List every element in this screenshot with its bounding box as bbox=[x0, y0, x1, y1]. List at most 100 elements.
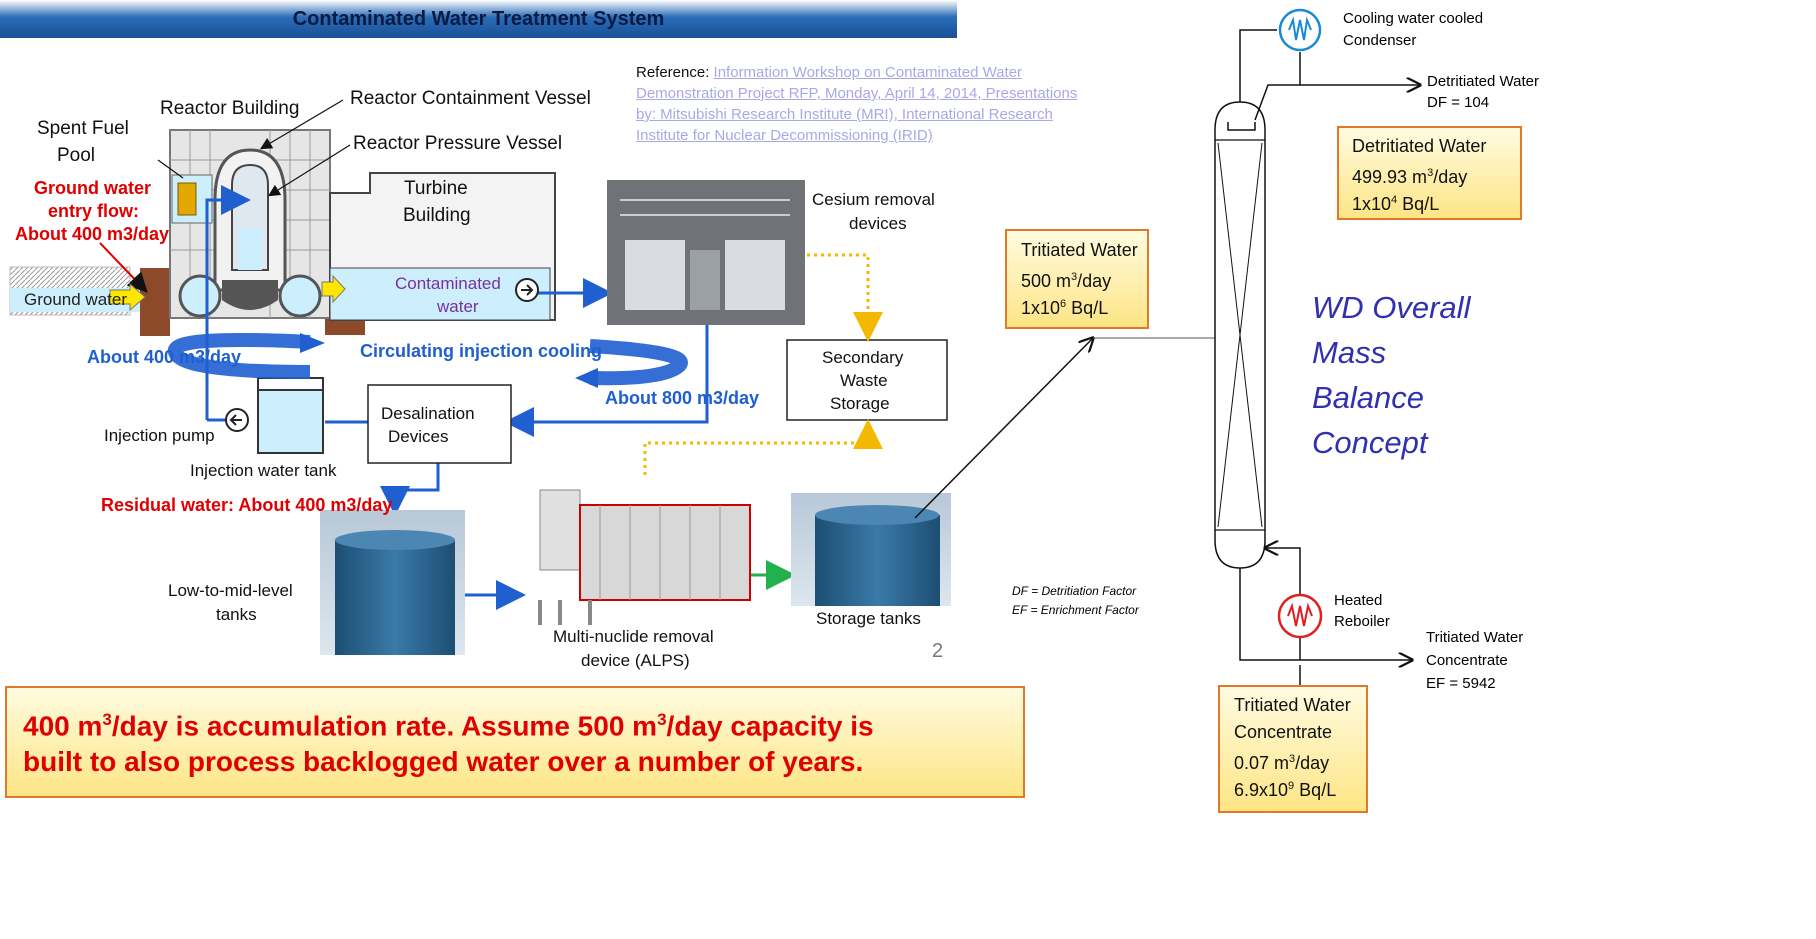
secondary-label-2: Waste bbox=[840, 371, 888, 390]
detrit-flow: 499.93 m3/day bbox=[1352, 167, 1468, 187]
desal-label-2: Devices bbox=[388, 427, 449, 446]
turbine-label-2: Building bbox=[403, 205, 471, 226]
flow-desal-residual bbox=[380, 463, 440, 516]
contaminated-water-pool bbox=[329, 267, 551, 321]
reboiler-label-1: Heated bbox=[1334, 592, 1383, 609]
about-400-label: About 400 m3/day bbox=[87, 347, 242, 367]
low-mid-label-1: Low-to-mid-level bbox=[168, 581, 293, 600]
df-definition: DF = Detritiation Factor bbox=[1012, 584, 1137, 598]
contaminated-label-2: water bbox=[437, 297, 479, 316]
residual-label: Residual water: About 400 m3/day bbox=[101, 495, 393, 515]
secondary-label-3: Storage bbox=[830, 394, 890, 413]
column-diagram bbox=[914, 8, 1816, 685]
contaminated-label-1: Contaminated bbox=[395, 274, 501, 293]
overhead-line bbox=[1239, 29, 1277, 102]
fuel-rods bbox=[177, 182, 197, 216]
injection-pump-label: Injection pump bbox=[104, 426, 215, 445]
conc-out-label-2: Concentrate bbox=[1426, 652, 1508, 669]
flow-cesium-down bbox=[504, 325, 709, 437]
reference-link-2[interactable]: Demonstration Project RFP, Monday, April… bbox=[636, 85, 1078, 102]
concept-title-4: Concept bbox=[1312, 425, 1428, 460]
gw-entry-label-2: entry flow: bbox=[48, 201, 140, 221]
condenser-icon bbox=[1278, 8, 1322, 52]
turbine-label-1: Turbine bbox=[404, 178, 468, 199]
desal-label-1: Desalination bbox=[381, 404, 475, 423]
desalination-box bbox=[367, 384, 512, 464]
alps-label-2: device (ALPS) bbox=[581, 651, 690, 670]
gw-entry-label-1: Ground water bbox=[34, 178, 152, 198]
condenser-label-1: Cooling water cooled bbox=[1343, 10, 1484, 27]
conc-title-1: Tritiated Water bbox=[1234, 695, 1351, 715]
alps-label-1: Multi-nuclide removal bbox=[553, 627, 714, 646]
feed-activity: 1x106 Bq/L bbox=[1021, 298, 1109, 318]
circulating-arrow-right bbox=[589, 339, 688, 386]
reboiler-label-2: Reboiler bbox=[1334, 613, 1390, 630]
reboiler-return bbox=[1265, 548, 1301, 594]
feed-title: Tritiated Water bbox=[1021, 240, 1138, 260]
detritiated-water-box: Detritiated Water 499.93 m3/day 1x104 Bq… bbox=[1337, 126, 1522, 220]
condenser-return bbox=[1254, 52, 1301, 121]
gw-entry-label-3: About 400 m3/day bbox=[15, 224, 170, 244]
about-800-label: About 800 m3/day bbox=[605, 388, 760, 408]
gw-entry-arrow bbox=[99, 242, 148, 293]
reboiler-icon bbox=[1277, 593, 1323, 639]
suppression-base bbox=[222, 280, 278, 310]
concentrate-box: Tritiated Water Concentrate 0.07 m3/day … bbox=[1218, 685, 1368, 813]
callout-text-1c: /day is accumulation rate. Assume 500 m bbox=[111, 710, 658, 742]
reference-label: Reference: bbox=[636, 64, 710, 81]
cesium-label-1: Cesium removal bbox=[812, 190, 935, 209]
accumulation-callout: 400 m3/day is accumulation rate. Assume … bbox=[5, 686, 1025, 798]
leak-yellow-arrow bbox=[321, 274, 346, 304]
condenser-label-2: Condenser bbox=[1343, 32, 1417, 49]
page-number: 2 bbox=[932, 640, 944, 662]
spent-fuel-label-2: Pool bbox=[57, 145, 96, 166]
callout-text-1a: 400 m bbox=[23, 710, 103, 742]
callout-line-1: 400 m3/day is accumulation rate. Assume … bbox=[23, 700, 874, 746]
detrit-title: Detritiated Water bbox=[1352, 136, 1487, 156]
conc-activity: 6.9x109 Bq/L bbox=[1234, 780, 1337, 800]
conc-flow: 0.07 m3/day bbox=[1234, 753, 1330, 773]
reference: Reference: Information Workshop on Conta… bbox=[636, 62, 1077, 146]
detrit-out-label-1: Detritiated Water bbox=[1427, 73, 1539, 90]
conc-out-label-1: Tritiated Water bbox=[1426, 629, 1524, 646]
containment-vessel-label: Reactor Containment Vessel bbox=[350, 88, 591, 109]
reference-link-4[interactable]: Institute for Nuclear Decommissioning (I… bbox=[636, 127, 933, 144]
ef-definition: EF = Enrichment Factor bbox=[1012, 603, 1139, 617]
concept-title: WD Overall Mass Balance Concept bbox=[1312, 285, 1470, 465]
leader-containment bbox=[259, 99, 344, 150]
circulating-arrow-left bbox=[167, 332, 311, 379]
conc-title-2: Concentrate bbox=[1234, 722, 1333, 742]
feed-leader-line bbox=[914, 338, 1093, 519]
callout-text-1e: /day capacity is bbox=[666, 710, 874, 742]
reference-link-3[interactable]: by: Mitsubishi Research Institute (MRI),… bbox=[636, 106, 1053, 123]
pressure-vessel-label: Reactor Pressure Vessel bbox=[353, 133, 563, 154]
alps-device bbox=[538, 489, 751, 625]
reactor-building-label: Reactor Building bbox=[160, 98, 300, 119]
low-mid-label-2: tanks bbox=[216, 605, 257, 624]
plant-diagram bbox=[9, 99, 951, 655]
alps-to-secondary bbox=[643, 419, 883, 475]
torus-right bbox=[278, 274, 322, 318]
title-text: Contaminated Water Treatment System bbox=[292, 8, 665, 30]
concept-title-2: Mass bbox=[1312, 335, 1387, 370]
wall-left bbox=[140, 268, 170, 336]
cesium-label-2: devices bbox=[849, 214, 907, 233]
concept-title-3: Balance bbox=[1312, 380, 1425, 415]
callout-sup-2: 3 bbox=[657, 710, 667, 729]
leader-pool bbox=[157, 159, 184, 179]
pressure-vessel-water bbox=[238, 228, 262, 270]
leader-pressure bbox=[267, 144, 351, 197]
conc-out-label-3: EF = 5942 bbox=[1426, 675, 1496, 692]
secondary-label-1: Secondary bbox=[822, 348, 904, 367]
feed-flow: 500 m3/day bbox=[1021, 271, 1112, 291]
injection-tank-label: Injection water tank bbox=[190, 461, 337, 480]
spent-fuel-label-1: Spent Fuel bbox=[37, 118, 129, 139]
torus-left bbox=[178, 274, 222, 318]
detrit-out-label-2: DF = 104 bbox=[1427, 94, 1490, 111]
concept-title-1: WD Overall bbox=[1312, 290, 1471, 325]
cesium-to-secondary bbox=[807, 253, 883, 342]
bottoms-line bbox=[1239, 568, 1412, 660]
circulating-label: Circulating injection cooling bbox=[360, 341, 603, 361]
callout-sup-1: 3 bbox=[102, 710, 112, 729]
reference-link-1[interactable]: Information Workshop on Contaminated Wat… bbox=[713, 64, 1023, 81]
